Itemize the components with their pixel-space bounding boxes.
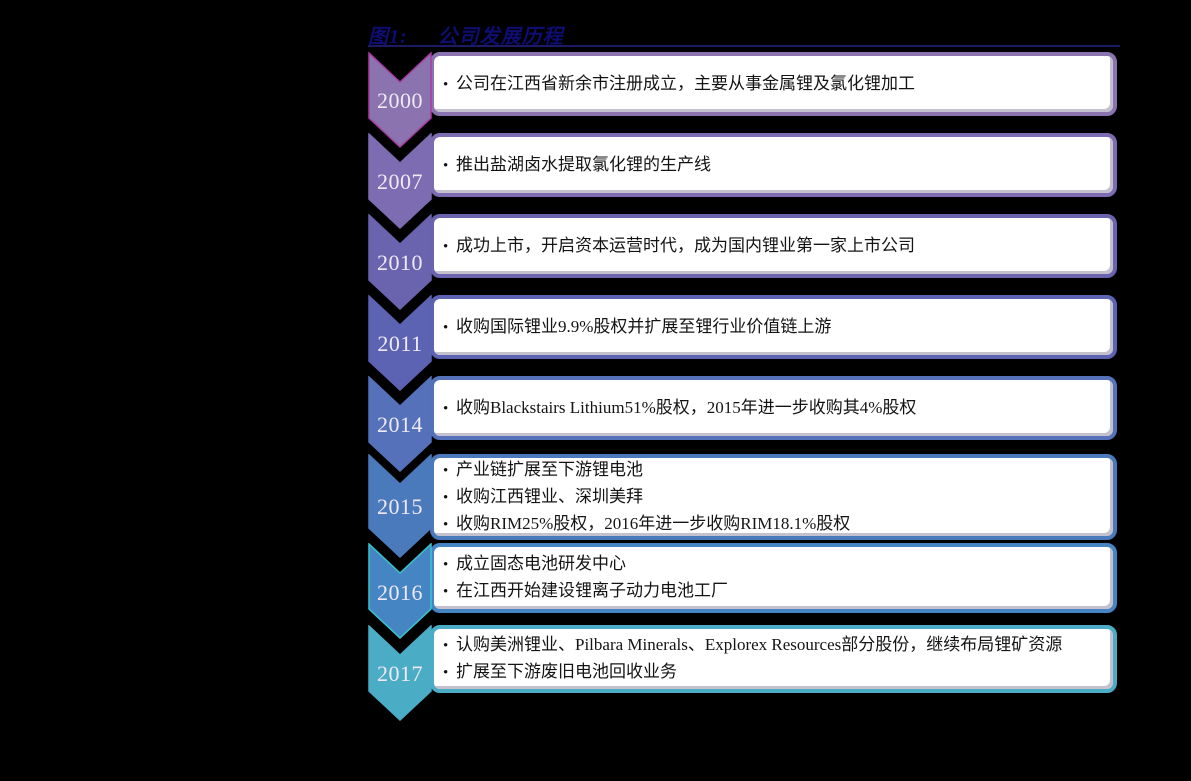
title-underline	[368, 45, 1120, 47]
milestone-item: •收购Blackstairs Lithium51%股权，2015年进一步收购其4…	[443, 395, 1105, 422]
year-chevron	[368, 625, 432, 721]
milestone-box: •推出盐湖卤水提取氯化锂的生产线	[430, 133, 1117, 197]
year-chevron	[368, 295, 432, 391]
milestone-box: •收购国际锂业9.9%股权并扩展至锂行业价值链上游	[430, 295, 1117, 359]
milestone-box: •成立固态电池研发中心 •在江西开始建设锂离子动力电池工厂	[430, 543, 1117, 613]
milestone-item: •成功上市，开启资本运营时代，成为国内锂业第一家上市公司	[443, 233, 1105, 260]
milestone-item: •产业链扩展至下游锂电池	[443, 457, 1105, 484]
year-chevron	[368, 52, 432, 148]
year-chevron	[368, 133, 432, 229]
bullet-icon: •	[443, 557, 449, 573]
bullet-icon: •	[443, 638, 449, 654]
bullet-icon: •	[443, 400, 449, 417]
milestone-item: •在江西开始建设锂离子动力电池工厂	[443, 578, 1105, 605]
bullet-icon: •	[443, 157, 449, 174]
milestone-item: •公司在江西省新余市注册成立，主要从事金属锂及氯化锂加工	[443, 71, 1105, 98]
year-label: 2014	[377, 412, 423, 437]
bullet-icon: •	[443, 516, 449, 533]
bullet-icon: •	[443, 319, 449, 336]
figure-title-row: 图1: 公司发展历程	[368, 20, 564, 49]
milestone-box: •公司在江西省新余市注册成立，主要从事金属锂及氯化锂加工	[430, 52, 1117, 116]
figure-title: 公司发展历程	[437, 26, 564, 48]
year-label: 2017	[377, 661, 423, 686]
milestone-box: •产业链扩展至下游锂电池 •收购江西锂业、深圳美拜 •收购RIM25%股权，20…	[430, 454, 1117, 540]
milestone-item: •扩展至下游废旧电池回收业务	[443, 659, 1105, 686]
year-chevron	[368, 454, 432, 558]
year-label: 2007	[377, 169, 423, 194]
year-label: 2010	[377, 250, 423, 275]
year-label: 2015	[377, 494, 423, 519]
year-label: 2000	[377, 88, 423, 113]
year-label: 2011	[377, 331, 423, 356]
year-chevron	[368, 214, 432, 310]
milestone-box: •成功上市，开启资本运营时代，成为国内锂业第一家上市公司	[430, 214, 1117, 278]
year-chevron	[368, 376, 432, 472]
bullet-icon: •	[443, 238, 449, 255]
bullet-icon: •	[443, 76, 449, 93]
figure-label: 图1:	[368, 26, 408, 48]
milestone-item: •收购RIM25%股权，2016年进一步收购RIM18.1%股权	[443, 511, 1105, 538]
bullet-icon: •	[443, 584, 449, 600]
bullet-icon: •	[443, 665, 449, 681]
milestone-item: •收购国际锂业9.9%股权并扩展至锂行业价值链上游	[443, 314, 1105, 341]
milestone-item: •成立固态电池研发中心	[443, 551, 1105, 578]
milestone-item: •收购江西锂业、深圳美拜	[443, 484, 1105, 511]
year-chevron	[368, 543, 432, 639]
milestone-box: •收购Blackstairs Lithium51%股权，2015年进一步收购其4…	[430, 376, 1117, 440]
bullet-icon: •	[443, 462, 449, 479]
milestone-item: •推出盐湖卤水提取氯化锂的生产线	[443, 152, 1105, 179]
milestone-item: •认购美洲锂业、Pilbara Minerals、Explorex Resour…	[443, 632, 1105, 659]
year-label: 2016	[377, 580, 423, 605]
milestone-box: •认购美洲锂业、Pilbara Minerals、Explorex Resour…	[430, 625, 1117, 693]
bullet-icon: •	[443, 489, 449, 506]
